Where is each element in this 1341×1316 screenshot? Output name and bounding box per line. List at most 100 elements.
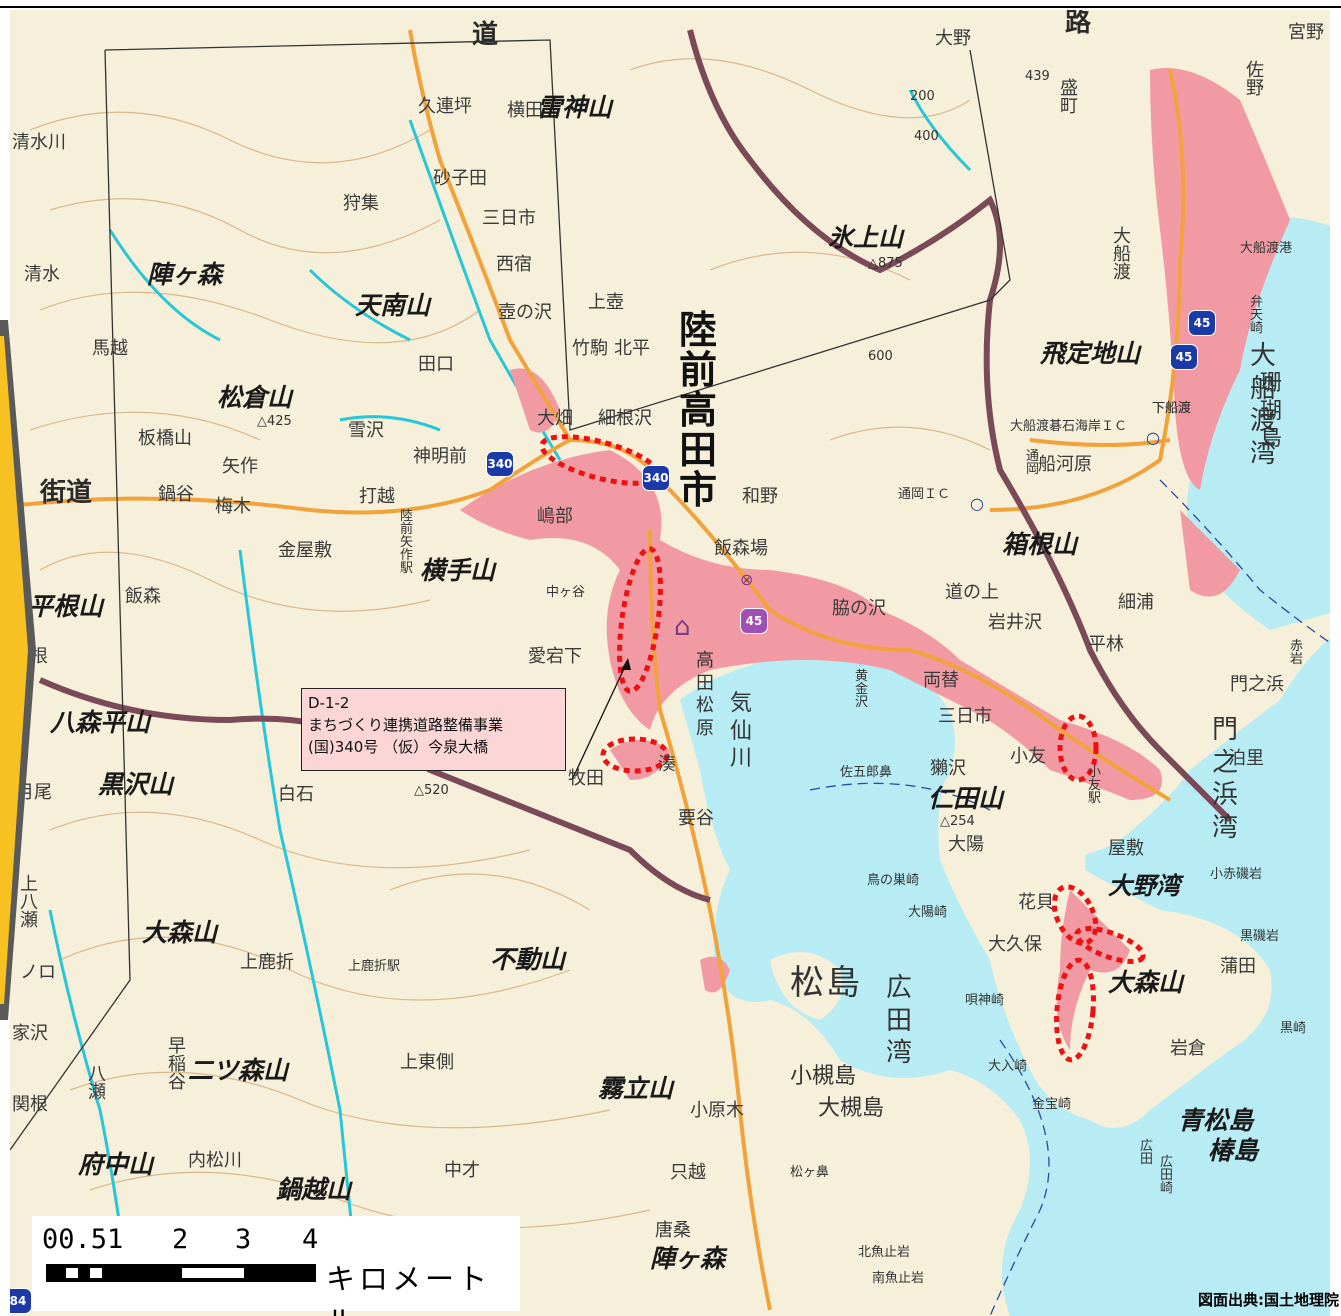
place-label: 梅木 [215, 496, 251, 517]
scale-tick-label: 2 [172, 1224, 189, 1255]
mountain-label: 鍋越山 [276, 1175, 352, 1204]
place-label: 岩倉 [1170, 1038, 1206, 1059]
cape-label: 佐五郎鼻 [840, 765, 893, 780]
mountain-label: 大森山 [142, 918, 218, 947]
route-sign-icon: 84 [10, 1288, 32, 1314]
place-label: 大野 [935, 28, 971, 49]
place-label: 金屋敷 [278, 540, 332, 561]
place-label: 中才 [444, 1160, 480, 1181]
place-label: 大畑 [537, 408, 573, 429]
mountain-label: 氷上山 [828, 223, 904, 252]
elevation-label: △425 [257, 414, 292, 429]
place-label: 宮野 [1288, 22, 1324, 43]
cape-label: 弁天崎 [1250, 295, 1264, 336]
place-label: 黄金沢 [855, 669, 869, 710]
place-label: 船河原 [1038, 454, 1092, 475]
place-label: 久連坪 [418, 96, 472, 117]
mountain-label: 八森平山 [50, 708, 151, 737]
place-label: 白石 [278, 784, 314, 805]
place-label: 三日市 [482, 208, 536, 229]
place-label: 打越 [359, 486, 395, 507]
ofunato-bay [1186, 216, 1341, 630]
island-label: 小槻島 [790, 1064, 857, 1089]
place-label: 脇の沢 [832, 598, 886, 619]
mountain-label: 天南山 [355, 291, 431, 320]
map-graphics [10, 10, 1341, 1316]
island-label: 大槻島 [818, 1096, 885, 1121]
route-sign-icon: 45 [740, 608, 768, 634]
place-label: 牧田 [568, 768, 604, 789]
place-label: 広田 [1140, 1139, 1154, 1167]
place-label: 内松川 [188, 1150, 242, 1171]
mountain-label: 陣ヶ森 [147, 260, 223, 289]
mountain-label: 黒沢山 [98, 770, 174, 799]
mountain-label: 飛定地山 [1040, 339, 1141, 368]
place-label: 嶋部 [537, 506, 573, 527]
mountain-label: 松倉山 [217, 383, 293, 412]
elevation-label: △520 [414, 783, 449, 798]
place-label: 門之浜 [1230, 674, 1284, 695]
side-arrow-icon [0, 320, 36, 1020]
place-label: 田口 [418, 354, 454, 375]
rock-label: 北魚止岩 [858, 1245, 911, 1260]
place-label: 北平 [614, 338, 650, 359]
mountain-label: 平根山 [28, 592, 104, 621]
station-label: 上鹿折駅 [348, 959, 401, 974]
cape-label: 黒崎 [1280, 1021, 1307, 1036]
scale-tick-label: 4 [302, 1224, 319, 1255]
place-label: 岩井沢 [988, 612, 1042, 633]
place-label: 中ヶ谷 [546, 585, 586, 600]
orange-roads [19, 29, 1186, 1311]
mountain-label: 雷神山 [537, 93, 613, 122]
place-label: 飯森場 [714, 538, 768, 559]
place-label: 赤岩 [1290, 639, 1304, 667]
bay-label: 広田湾 [886, 973, 913, 1068]
route-sign-icon: 45 [1188, 310, 1216, 336]
place-label: ノロ [20, 962, 56, 983]
mountain-label: 仁田山 [928, 784, 1004, 813]
cape-label: 大入崎 [988, 1059, 1028, 1074]
contour-label: 600 [868, 349, 893, 364]
station-label: 陸前矢作駅 [400, 509, 414, 576]
mountain-label: 二ツ森山 [188, 1056, 289, 1085]
place-label: 竹駒 [572, 338, 608, 359]
mountain-label: 椿島 [1208, 1136, 1259, 1165]
matsushima-island [770, 952, 843, 1020]
port-label: 大船渡港 [1240, 241, 1293, 256]
bay-label: 大野湾 [1108, 871, 1180, 900]
scale-tick-label: 3 [235, 1224, 252, 1255]
place-label: 上鹿折 [240, 952, 294, 973]
rock-label: 黒磯岩 [1240, 929, 1280, 944]
road-name-label: 街道 [40, 478, 93, 508]
place-label: 八瀬 [88, 1064, 106, 1103]
route-sign-icon: 45 [1170, 344, 1198, 370]
route-sign-icon: 340 [642, 465, 670, 491]
elevation-label: △254 [940, 814, 975, 829]
callout-title: まちづくり連携道路整備事業 [308, 715, 504, 734]
place-label: 道の上 [945, 582, 999, 603]
mountain-label: 陣ヶ森 [650, 1244, 726, 1273]
top-border [0, 6, 1341, 8]
island-label: 珊瑚島 [1260, 371, 1283, 451]
mountain-label: 府中山 [78, 1150, 154, 1179]
place-label: 愛宕下 [528, 646, 582, 667]
place-label: 上東側 [400, 1052, 454, 1073]
place-label: 狩集 [343, 193, 379, 214]
project-callout: D-1-2 まちづくり連携道路整備事業 (国)340号 （仮）今泉大橋 [301, 688, 566, 771]
place-label: 横田 [507, 100, 543, 121]
bay-label: 大船渡湾 [1250, 341, 1277, 469]
place-label: 小原木 [690, 1100, 744, 1121]
mountain-label: 横手山 [420, 556, 496, 585]
cape-label: 鳥の巣崎 [867, 873, 920, 888]
post-office-icon: ⊗ [740, 570, 754, 589]
cape-label: 広田崎 [1160, 1155, 1174, 1196]
ferry-lines [809, 479, 1341, 1316]
callout-code: D-1-2 [308, 694, 350, 712]
sheet-borders [10, 39, 1011, 1151]
scale-bar: 00.51 2 3 4 キロメートル [32, 1216, 520, 1316]
rock-label: 南魚止岩 [872, 1271, 925, 1286]
map-credit: 図面出典:国土地理院 [1198, 1291, 1339, 1309]
place-label: 平林 [1088, 634, 1124, 655]
elevation-label: △875 [868, 256, 903, 271]
